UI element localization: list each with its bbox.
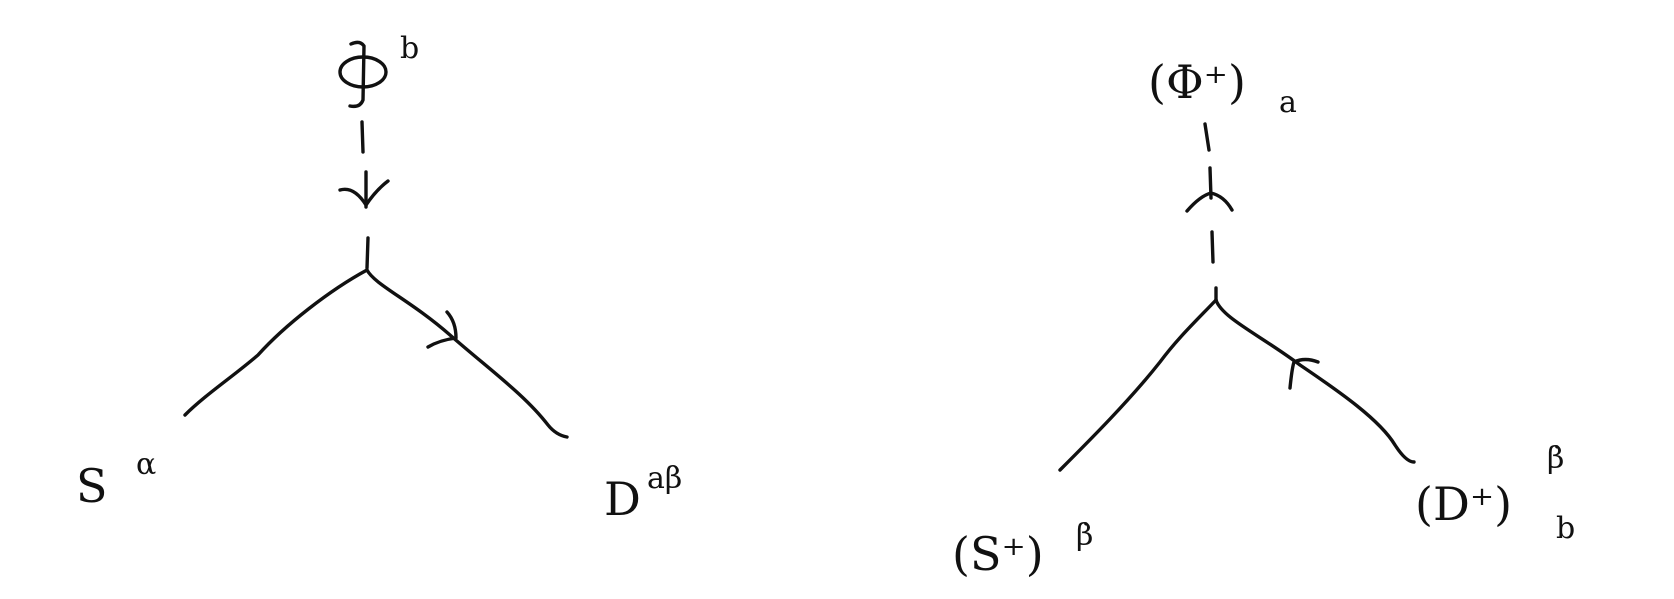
left-top-label: b: [338, 31, 419, 109]
right-top-label: (Φ⁺) a: [1148, 55, 1297, 120]
right-right-symbol: (D⁺): [1415, 477, 1512, 531]
left-right-index: aβ: [647, 461, 682, 496]
right-top-index: a: [1279, 85, 1297, 120]
left-right-label: D aβ: [604, 461, 682, 526]
right-scalar-line: [1203, 122, 1211, 152]
right-right-branch-line: [1214, 298, 1416, 464]
right-right-upper-index: β̇: [1547, 441, 1564, 476]
right-scalar-arrow: [1185, 191, 1234, 213]
right-branch-arrow: [426, 310, 458, 349]
left-scalar-line: [365, 236, 370, 270]
right-diagram: (Φ⁺) a (S⁺) β̇ (D⁺) β̇ b: [952, 55, 1575, 581]
right-left-index: β̇: [1076, 518, 1093, 553]
right-left-label: (S⁺) β̇: [952, 518, 1093, 581]
left-diagram: b S α D aβ: [76, 31, 682, 526]
left-left-index: α: [136, 447, 156, 482]
right-right-label: (D⁺) β̇ b: [1415, 441, 1575, 546]
left-left-symbol: S: [76, 459, 108, 513]
right-right-lower-index: b: [1556, 511, 1575, 546]
left-scalar-line: [360, 120, 365, 154]
phi-stem: [348, 40, 366, 109]
right-scalar-line: [1210, 230, 1215, 264]
right-branch-line: [365, 268, 569, 439]
right-left-symbol: (S⁺): [952, 527, 1044, 581]
left-right-symbol: D: [604, 472, 641, 526]
left-top-index: b: [400, 31, 419, 66]
left-branch-line: [183, 268, 369, 417]
left-left-label: S α: [76, 447, 156, 513]
right-branch-arrow: [1288, 357, 1320, 390]
right-left-branch-line: [1058, 298, 1218, 472]
left-scalar-arrow: [338, 179, 390, 207]
right-top-symbol: (Φ⁺): [1148, 55, 1246, 109]
